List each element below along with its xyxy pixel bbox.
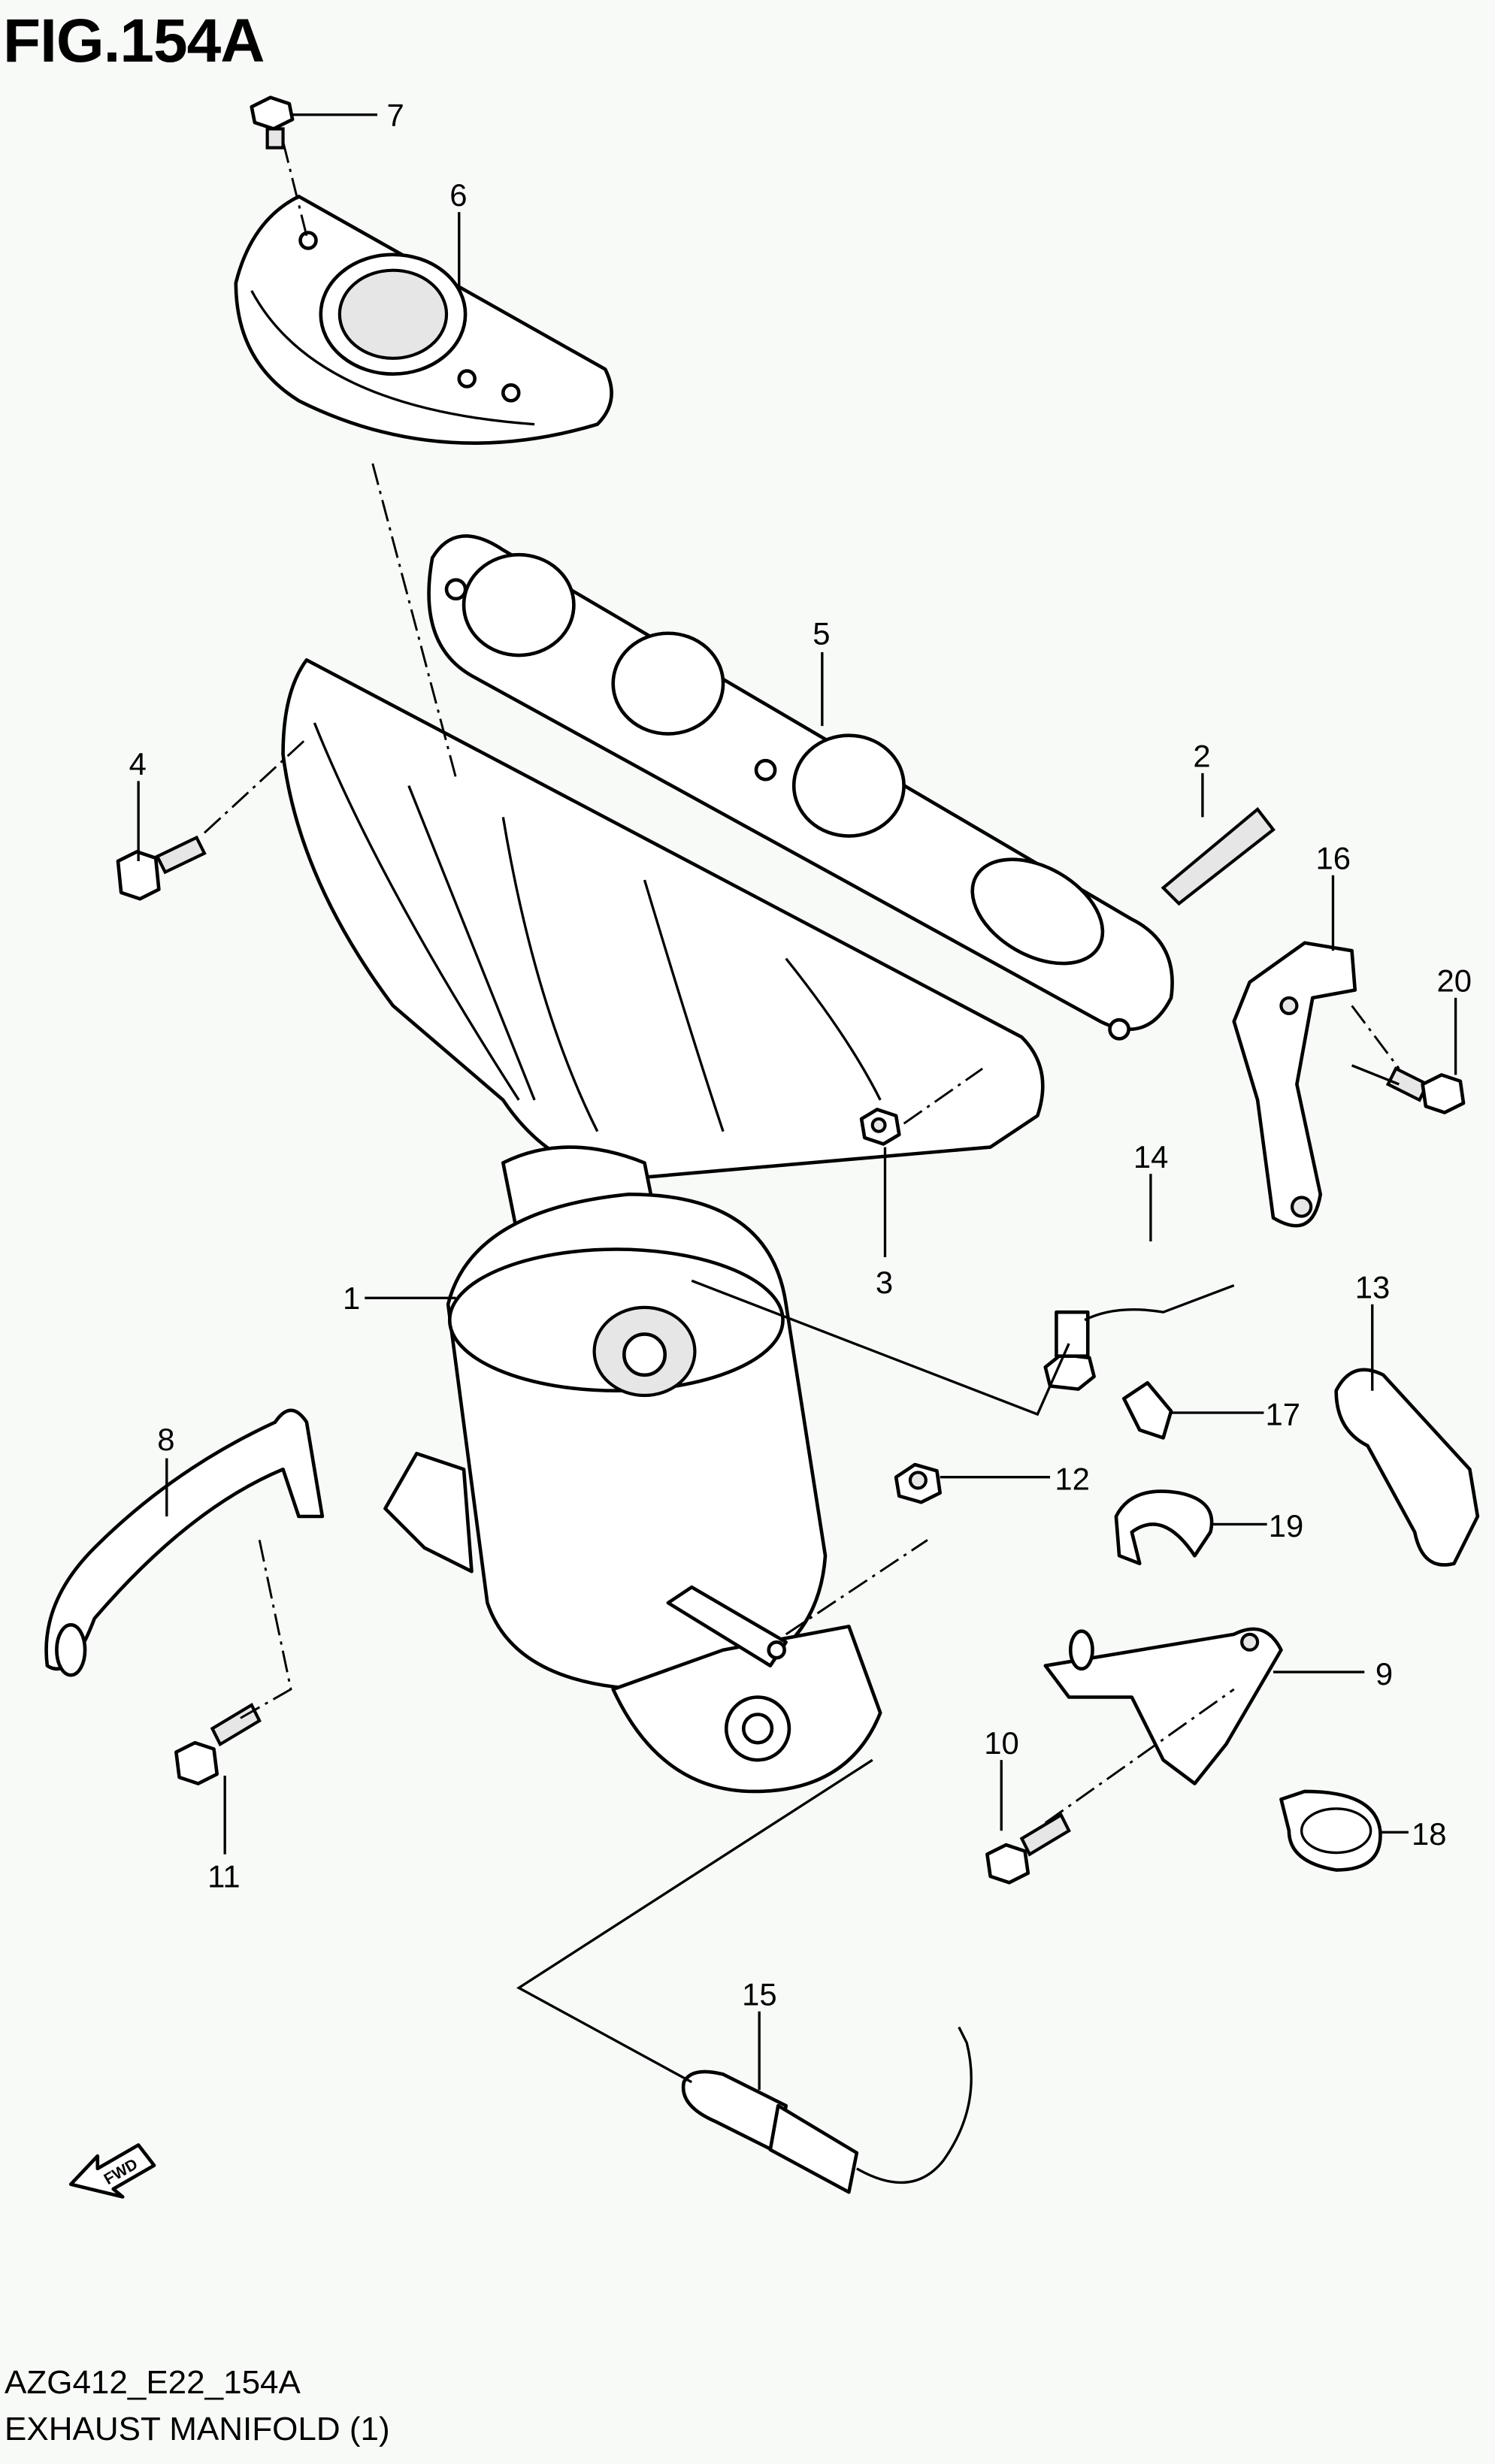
part-9-bracket[interactable] [1043, 1627, 1283, 1785]
part-13-bracket[interactable] [1334, 1368, 1480, 1567]
callout-7: 7 [387, 97, 404, 132]
fwd-arrow-icon: FWD [68, 2143, 156, 2199]
callout-2: 2 [1193, 739, 1210, 774]
callout-17: 17 [1266, 1397, 1301, 1432]
part-5-gasket[interactable] [427, 534, 1174, 1041]
callout-18: 18 [1412, 1816, 1447, 1852]
part-16-bracket[interactable] [1232, 941, 1357, 1228]
part-4-bolt[interactable] [116, 835, 207, 901]
callout-19: 19 [1269, 1508, 1304, 1543]
part-10-bolt[interactable] [985, 1812, 1071, 1885]
callout-11: 11 [207, 1859, 240, 1894]
callout-16: 16 [1315, 840, 1351, 875]
part-7-bolt[interactable] [250, 95, 295, 150]
callout-4: 4 [129, 746, 147, 782]
callout-15: 15 [742, 1976, 777, 2012]
callout-numbers: 1 2 3 4 5 6 7 8 9 10 11 12 13 14 15 16 1… [129, 97, 1472, 2012]
callout-1: 1 [343, 1280, 360, 1316]
callout-12: 12 [1055, 1461, 1090, 1496]
part-1-exhaust-manifold-catalytic-converter[interactable] [281, 658, 1045, 1794]
part-11-bolt[interactable] [174, 1702, 262, 1785]
callout-13: 13 [1355, 1269, 1391, 1305]
part-8-bracket[interactable] [44, 1408, 325, 1677]
callout-9: 9 [1375, 1656, 1393, 1692]
part-12-nut[interactable] [894, 1462, 942, 1504]
part-17-clip[interactable] [1122, 1380, 1173, 1440]
part-18-clamp[interactable] [1279, 1789, 1382, 1872]
assembly-lines [203, 141, 1400, 2084]
callout-14: 14 [1133, 1139, 1169, 1175]
part-6-heat-shield[interactable] [234, 195, 613, 445]
part-15-oxygen-sensor[interactable] [681, 2026, 973, 2194]
callout-10: 10 [984, 1725, 1019, 1761]
callout-20: 20 [1436, 963, 1472, 999]
part-19-clamp[interactable] [1114, 1489, 1214, 1566]
callout-8: 8 [157, 1422, 174, 1457]
figure-code: AZG412_E22_154A [5, 2364, 301, 2401]
leader-lines [137, 113, 1457, 2091]
part-2-stud[interactable] [1161, 806, 1276, 906]
part-14-oxygen-sensor[interactable] [1043, 1284, 1235, 1391]
callout-6: 6 [449, 177, 467, 213]
callout-3: 3 [876, 1265, 893, 1300]
callout-5: 5 [813, 615, 830, 651]
part-20-bolt[interactable] [1385, 1066, 1466, 1114]
figure-footer: AZG412_E22_154A EXHAUST MANIFOLD (1) [5, 2360, 390, 2453]
figure-title: FIG.154A [3, 7, 265, 75]
figure-name: EXHAUST MANIFOLD (1) [5, 2411, 390, 2447]
part-3-nut[interactable] [859, 1108, 901, 1146]
